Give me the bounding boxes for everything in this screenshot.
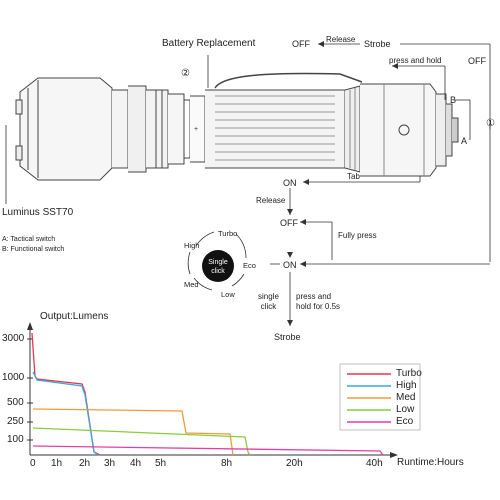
on-top-label: ON: [283, 178, 297, 188]
legend-eco: Eco: [396, 416, 414, 427]
legend-med: Med: [396, 392, 416, 403]
press-and-hold-label: press and hold: [389, 56, 442, 65]
circle-1-marker: ①: [486, 118, 495, 129]
release-mid-label: Release: [256, 196, 286, 205]
cycle-med: Med: [184, 280, 199, 289]
connector-lines: [5, 43, 491, 326]
single-click-sub-label: single click: [258, 292, 279, 311]
cycle-center-label: Single click: [208, 259, 228, 275]
on-mid-label: ON: [283, 260, 297, 270]
legend-swatches: [347, 373, 391, 423]
circle-2-marker: ②: [181, 68, 190, 79]
y-tick-500: 500: [7, 397, 24, 408]
series-low-line: [32, 427, 251, 456]
x-tick-40h: 40h: [366, 458, 383, 469]
x-tick-4h: 4h: [130, 458, 142, 469]
chart-ylabel: Output:Lumens: [40, 311, 109, 322]
series-high-line: [32, 371, 99, 456]
label-a: A: [461, 136, 468, 146]
press-hold-05-label: press and hold for 0.5s: [296, 292, 341, 311]
legend-turbo: Turbo: [396, 368, 422, 379]
mode-cycle: [187, 231, 247, 291]
single-click-button: [202, 250, 234, 282]
cycle-low: Low: [221, 290, 235, 299]
y-tick-1000: 1000: [2, 372, 25, 383]
strobe-top-label: Strobe: [364, 39, 391, 49]
off-right-label: OFF: [468, 56, 486, 66]
label-b: B: [450, 95, 457, 105]
y-tick-100: 100: [7, 434, 24, 445]
x-tick-20h: 20h: [286, 458, 303, 469]
legend-a-text: A: Tactical switch: [2, 236, 56, 243]
arrowheads: [287, 41, 398, 326]
plus-sign: +: [194, 126, 198, 133]
fully-press-label: Fully press: [338, 231, 377, 240]
y-tick-3000: 3000: [2, 333, 25, 344]
chart-xlabel: Runtime:Hours: [397, 457, 464, 468]
off-top-label: OFF: [292, 39, 310, 49]
release-top-label: Release: [326, 35, 356, 44]
y-tick-250: 250: [7, 416, 24, 427]
flashlight-illustration: [15, 72, 459, 181]
legend-b-text: B: Functional switch: [2, 246, 65, 253]
cycle-eco: Eco: [243, 261, 256, 270]
x-tick-1h: 1h: [51, 458, 63, 469]
strobe-bottom-label: Strobe: [274, 332, 301, 342]
series-turbo-line: [31, 332, 101, 456]
legend-high: High: [396, 380, 417, 391]
series-eco-line: [32, 445, 384, 456]
luminus-label: Luminus SST70: [2, 207, 74, 218]
tab-label: Tab: [347, 172, 360, 181]
x-tick-8h: 8h: [221, 458, 233, 469]
legend-box: [339, 363, 421, 431]
x-tick-0: 0: [30, 458, 36, 469]
cycle-turbo: Turbo: [218, 229, 238, 238]
series-lines: [31, 332, 384, 456]
battery-replacement-label: Battery Replacement: [162, 38, 256, 49]
chart-axes: [29, 328, 392, 456]
x-tick-3h: 3h: [104, 458, 116, 469]
off-mid-label: OFF: [280, 218, 298, 228]
x-tick-5h: 5h: [155, 458, 167, 469]
legend-low: Low: [396, 404, 415, 415]
series-med-line: [32, 408, 234, 456]
x-tick-2h: 2h: [79, 458, 91, 469]
cycle-high: High: [184, 241, 200, 250]
